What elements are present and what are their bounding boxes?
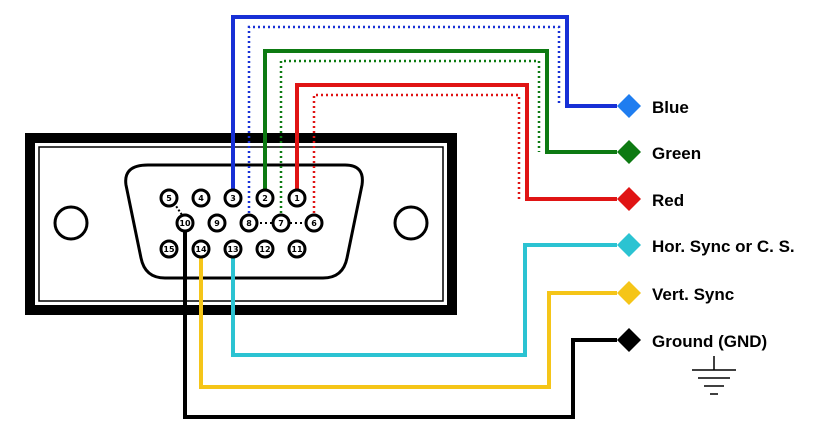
signal-label-ground: Ground (GND) [652, 332, 767, 351]
svg-text:8: 8 [246, 219, 252, 228]
wire-vsync [199, 249, 617, 389]
diamond-terminal-icon [617, 140, 641, 164]
signal-label-vsync: Vert. Sync [652, 285, 734, 304]
signal-label-green: Green [652, 144, 701, 163]
svg-text:1: 1 [294, 194, 300, 203]
mounting-hole-icon [53, 205, 89, 241]
pin-5: 5 [159, 188, 179, 208]
diamond-terminal-icon [617, 233, 641, 257]
signal-label-blue: Blue [652, 98, 689, 117]
svg-text:2: 2 [262, 194, 268, 203]
wire-red [295, 83, 617, 223]
mounting-hole-icon [393, 205, 429, 241]
pin-4: 4 [191, 188, 211, 208]
svg-text:13: 13 [227, 245, 238, 254]
pin-13: 13 [223, 239, 243, 259]
svg-text:3: 3 [230, 194, 236, 203]
wire-blue [231, 15, 617, 223]
wire-green [263, 49, 617, 223]
ground-symbol-icon [692, 356, 736, 395]
svg-text:6: 6 [311, 219, 317, 228]
svg-text:11: 11 [291, 245, 303, 254]
pin-14: 14 [191, 239, 211, 259]
ground-bridge [173, 202, 185, 219]
wire-ground [183, 223, 617, 419]
terminal-ground: Ground (GND) [617, 328, 767, 352]
terminal-green: Green [617, 140, 701, 164]
diamond-terminal-icon [617, 281, 641, 305]
terminal-hsync: Hor. Sync or C. S. [617, 233, 795, 257]
signal-label-red: Red [652, 191, 684, 210]
terminal-red: Red [617, 187, 684, 211]
svg-text:14: 14 [195, 245, 207, 254]
pin-2: 2 [255, 188, 275, 208]
terminal-vsync: Vert. Sync [617, 281, 734, 305]
svg-text:15: 15 [163, 245, 175, 254]
pin-7: 7 [271, 213, 291, 233]
diamond-terminal-icon [617, 187, 641, 211]
pin-8: 8 [239, 213, 259, 233]
pin-11: 11 [287, 239, 307, 259]
diamond-terminal-icon [617, 328, 641, 352]
wire-hsync [231, 243, 617, 357]
pin-12: 12 [255, 239, 275, 259]
pin-10: 10 [175, 213, 195, 233]
pin-1: 1 [287, 188, 307, 208]
svg-text:12: 12 [259, 245, 270, 254]
diamond-terminal-icon [617, 94, 641, 118]
svg-text:9: 9 [214, 219, 220, 228]
svg-text:10: 10 [179, 219, 191, 228]
signal-label-hsync: Hor. Sync or C. S. [652, 237, 795, 256]
svg-text:7: 7 [278, 219, 284, 228]
svg-text:4: 4 [198, 194, 204, 203]
pin-9: 9 [207, 213, 227, 233]
pin-3: 3 [223, 188, 243, 208]
pin-6: 6 [304, 213, 324, 233]
svg-text:5: 5 [166, 194, 172, 203]
pin-15: 15 [159, 239, 179, 259]
terminal-blue: Blue [617, 94, 689, 118]
